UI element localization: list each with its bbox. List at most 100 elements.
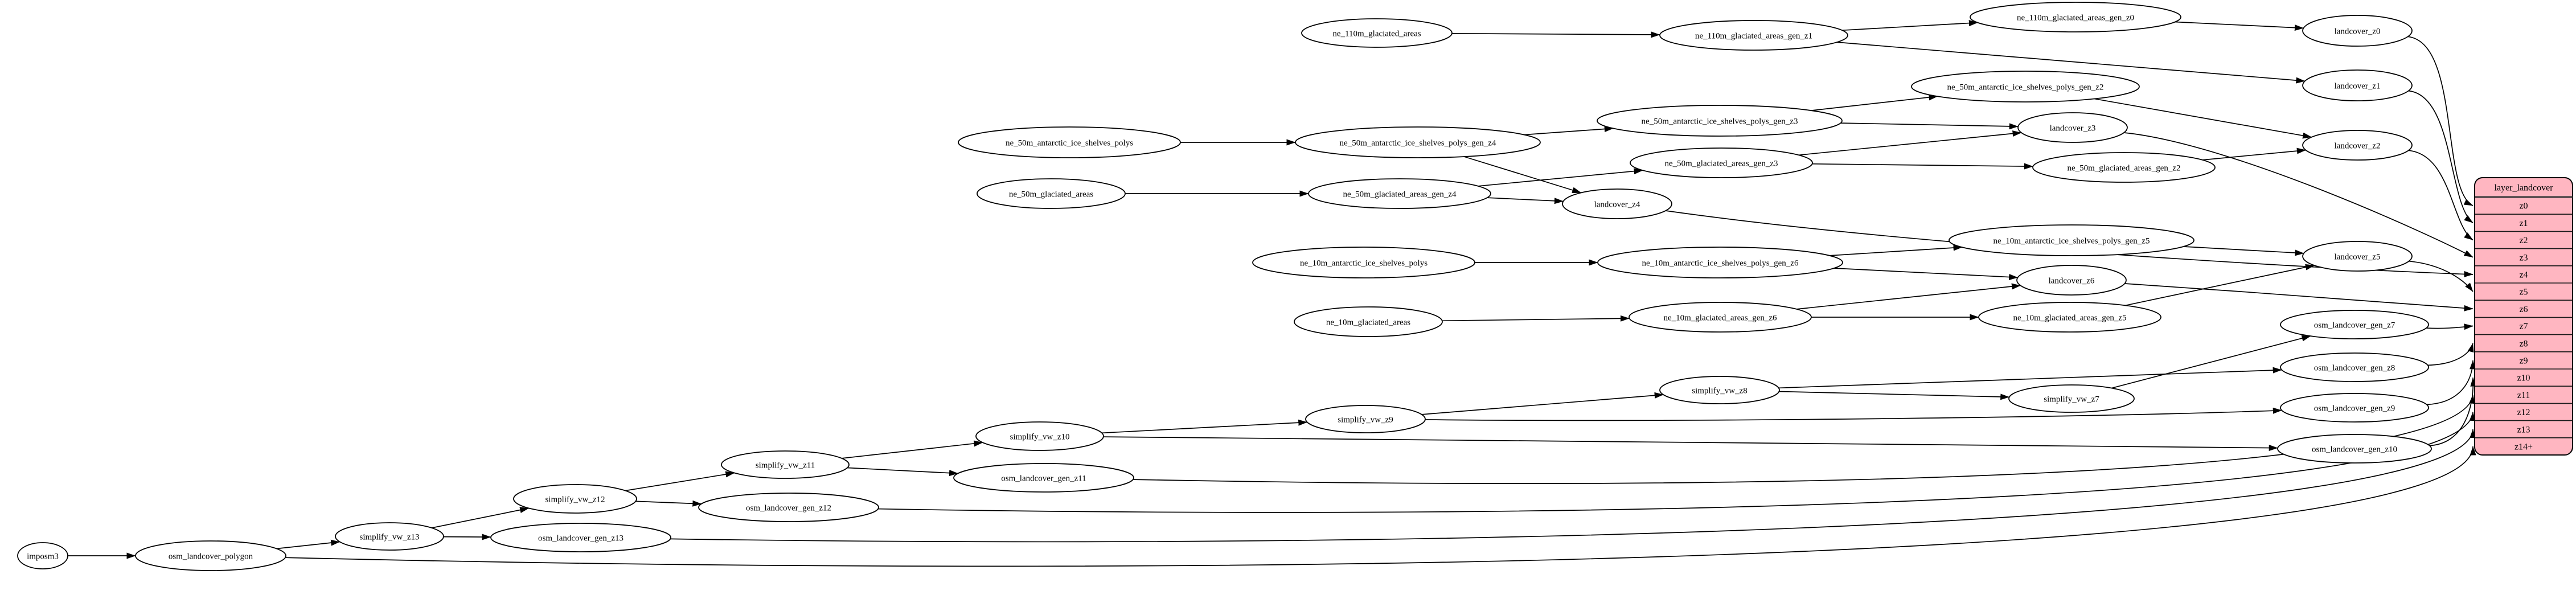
- edge-simplify_vw_z13-to-simplify_vw_z12: [431, 507, 530, 528]
- graph-node-ne_50m_antarctic_ice_shelves_polys_gen_z3: ne_50m_antarctic_ice_shelves_polys_gen_z…: [1597, 105, 1843, 137]
- node-ellipse: [2017, 112, 2128, 143]
- table-row-label: z13: [2517, 425, 2530, 434]
- graph-node-ne_10m_glaciated_areas_gen_z6: ne_10m_glaciated_areas_gen_z6: [1629, 302, 1812, 333]
- edge-simplify_vw_z11-to-simplify_vw_z10: [842, 440, 983, 459]
- edge-simplify_vw_z11-to-osm_landcover_gen_z11: [847, 467, 958, 477]
- graph-node-landcover_z0: landcover_z0: [2302, 15, 2413, 47]
- edge-landcover_z4-to-z4: [1665, 210, 2474, 277]
- node-ellipse: [2302, 241, 2413, 272]
- node-label: ne_50m_antarctic_ice_shelves_polys_gen_z…: [1642, 117, 1798, 126]
- node-label: landcover_z5: [2335, 252, 2381, 261]
- edge-simplify_vw_z10-to-simplify_vw_z9: [1101, 419, 1308, 434]
- node-ellipse: [2008, 384, 2135, 413]
- graph-node-ne_110m_glaciated_areas_gen_z1: ne_110m_glaciated_areas_gen_z1: [1659, 20, 1848, 51]
- graph-node-ne_50m_glaciated_areas_gen_z4: ne_50m_glaciated_areas_gen_z4: [1308, 178, 1491, 209]
- edge-ne_50m_glaciated_areas_gen_z3-to-landcover_z3: [1799, 130, 2022, 156]
- edge-ne_110m_glaciated_areas_gen_z0-to-landcover_z0: [2175, 21, 2304, 31]
- graph-node-simplify_vw_z7: simplify_vw_z7: [2008, 384, 2135, 413]
- edge-landcover_z2-to-z2: [2408, 150, 2474, 241]
- table-row-label: z11: [2517, 391, 2530, 400]
- node-ellipse: [1294, 306, 1443, 337]
- table-row-label: z6: [2519, 305, 2528, 314]
- graph-node-ne_110m_glaciated_areas: ne_110m_glaciated_areas: [1301, 18, 1453, 48]
- nodes-layer: imposm3 osm_landcover_polygon simplify_vw_…: [17, 2, 2432, 571]
- edge-simplify_vw_z13-to-osm_landcover_gen_z13: [443, 534, 491, 540]
- node-ellipse: [1252, 247, 1475, 278]
- graph-node-ne_10m_glaciated_areas_gen_z5: ne_10m_glaciated_areas_gen_z5: [1978, 302, 2161, 333]
- edge-simplify_vw_z10-to-osm_landcover_gen_z10: [1103, 436, 2278, 452]
- edge-ne_10m_glaciated_areas_gen_z5-to-landcover_z5: [2125, 264, 2315, 306]
- node-label: ne_110m_glaciated_areas: [1332, 29, 1421, 38]
- graph-node-imposm3: imposm3: [17, 542, 68, 569]
- node-ellipse: [975, 421, 1104, 451]
- node-label: ne_10m_antarctic_ice_shelves_polys: [1300, 259, 1428, 268]
- edge-ne_50m_glaciated_areas_gen_z2-to-landcover_z2: [2202, 147, 2306, 161]
- edge-simplify_vw_z9-to-simplify_vw_z8: [1421, 392, 1664, 415]
- node-label: osm_landcover_gen_z8: [2314, 363, 2395, 372]
- node-ellipse: [1295, 126, 1541, 158]
- layer-landcover-table: layer_landcoverz0z1z2z3z4z5z6z7z8z9z10z1…: [2474, 177, 2573, 456]
- edge-simplify_vw_z8-to-simplify_vw_z7: [1779, 391, 2010, 400]
- edge-ne_10m_antarctic_ice_shelves_polys_gen_z6-to-ne_10m_antarctic_ice_shelves_polys_gen_z5: [1829, 244, 1963, 256]
- node-ellipse: [1562, 188, 1672, 219]
- node-ellipse: [2032, 152, 2216, 183]
- node-label: ne_10m_glaciated_areas_gen_z5: [2013, 313, 2126, 322]
- node-ellipse: [2016, 265, 2127, 296]
- edge-osm_landcover_gen_z13-to-z13: [670, 429, 2476, 543]
- node-ellipse: [721, 450, 850, 479]
- graph-node-simplify_vw_z13: simplify_vw_z13: [335, 522, 444, 551]
- node-ellipse: [1630, 147, 1813, 178]
- edge-landcover_z5-to-z5: [2409, 260, 2474, 292]
- graph-node-ne_50m_glaciated_areas_gen_z3: ne_50m_glaciated_areas_gen_z3: [1630, 147, 1813, 178]
- graph-node-ne_50m_glaciated_areas_gen_z2: ne_50m_glaciated_areas_gen_z2: [2032, 152, 2216, 183]
- node-ellipse: [1978, 302, 2161, 333]
- graph-node-landcover_z3: landcover_z3: [2017, 112, 2128, 143]
- edge-landcover_z6-to-z6: [2124, 283, 2474, 311]
- node-ellipse: [335, 522, 444, 551]
- node-ellipse: [1597, 105, 1843, 137]
- graph-node-osm_landcover_gen_z11: osm_landcover_gen_z11: [953, 463, 1134, 493]
- node-label: ne_10m_glaciated_areas_gen_z6: [1663, 313, 1777, 322]
- edge-osm_landcover_polygon-to-simplify_vw_z13: [276, 539, 341, 550]
- edge-simplify_vw_z12-to-osm_landcover_gen_z12: [635, 500, 702, 507]
- graph-node-osm_landcover_gen_z8: osm_landcover_gen_z8: [2280, 352, 2429, 382]
- node-label: simplify_vw_z9: [1338, 415, 1393, 424]
- edge-landcover_z3-to-z3: [2124, 132, 2474, 258]
- graph-node-ne_50m_antarctic_ice_shelves_polys_gen_z4: ne_50m_antarctic_ice_shelves_polys_gen_z…: [1295, 126, 1541, 158]
- node-ellipse: [2280, 310, 2429, 339]
- edges-layer: [68, 20, 2477, 567]
- node-label: imposm3: [27, 552, 59, 561]
- node-ellipse: [1308, 178, 1491, 209]
- edge-ne_110m_glaciated_areas-to-ne_110m_glaciated_areas_gen_z1: [1451, 31, 1660, 38]
- graph-node-ne_110m_glaciated_areas_gen_z0: ne_110m_glaciated_areas_gen_z0: [1970, 2, 2181, 32]
- graph-node-landcover_z5: landcover_z5: [2302, 241, 2413, 272]
- table-row-label: z12: [2517, 408, 2530, 417]
- graph-node-osm_landcover_polygon: osm_landcover_polygon: [135, 540, 286, 571]
- node-ellipse: [490, 523, 671, 552]
- node-label: ne_50m_antarctic_ice_shelves_polys_gen_z…: [1947, 83, 2104, 92]
- edge-ne_10m_glaciated_areas-to-ne_10m_glaciated_areas_gen_z6: [1442, 315, 1630, 322]
- node-label: osm_landcover_polygon: [169, 552, 253, 561]
- table-row-label: z4: [2519, 270, 2528, 280]
- node-ellipse: [1301, 18, 1453, 48]
- edge-ne_50m_antarctic_ice_shelves_polys_gen_z4-to-landcover_z4: [1463, 156, 1582, 194]
- node-label: ne_50m_glaciated_areas: [1009, 190, 1093, 199]
- edge-ne_50m_antarctic_ice_shelves_polys_gen_z2-to-landcover_z2: [2094, 98, 2312, 139]
- node-label: osm_landcover_gen_z13: [538, 534, 624, 543]
- node-ellipse: [2280, 393, 2429, 423]
- graph-node-simplify_vw_z9: simplify_vw_z9: [1305, 405, 1426, 433]
- node-label: simplify_vw_z10: [1010, 432, 1070, 441]
- table-row-label: z10: [2517, 374, 2530, 383]
- node-ellipse: [2302, 15, 2413, 47]
- node-ellipse: [1949, 224, 2194, 256]
- node-label: simplify_vw_z13: [360, 532, 420, 542]
- node-label: landcover_z4: [1594, 200, 1640, 209]
- edge-osm_landcover_polygon-to-z14plus: [285, 446, 2476, 567]
- edge-osm_landcover_gen_z10-to-z10: [2429, 377, 2477, 446]
- table-row-label: z1: [2519, 219, 2528, 228]
- graph-node-simplify_vw_z10: simplify_vw_z10: [975, 421, 1104, 451]
- edge-ne_50m_antarctic_ice_shelves_polys_gen_z3-to-landcover_z3: [1840, 122, 2019, 130]
- graph-node-ne_10m_antarctic_ice_shelves_polys_gen_z6: ne_10m_antarctic_ice_shelves_polys_gen_z…: [1597, 247, 1843, 278]
- graph-node-landcover_z6: landcover_z6: [2016, 265, 2127, 296]
- node-label: simplify_vw_z11: [756, 461, 815, 470]
